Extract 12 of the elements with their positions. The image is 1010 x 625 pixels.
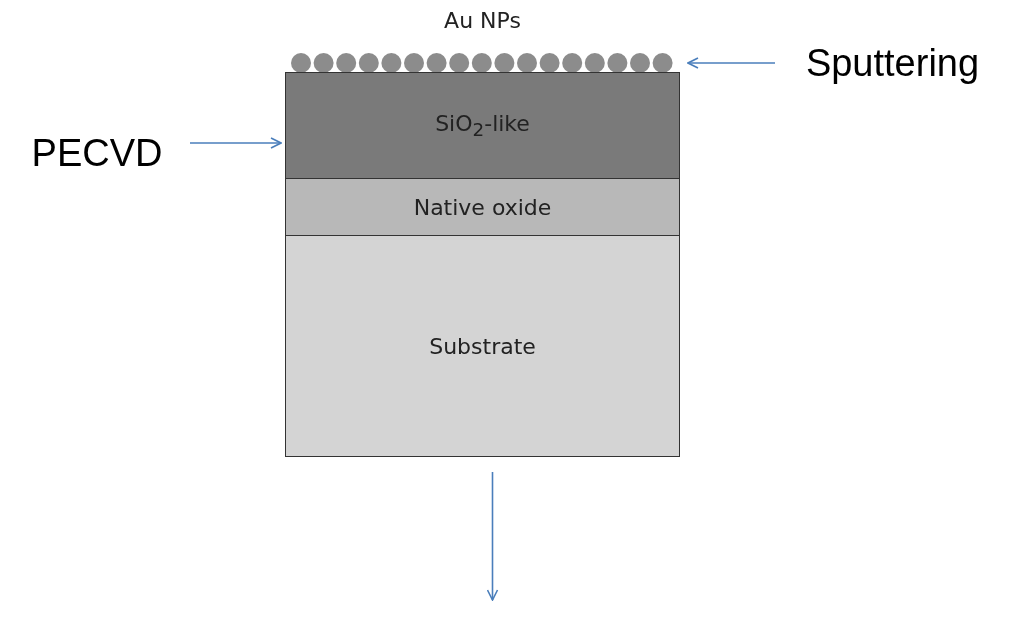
layer-band — [285, 178, 680, 236]
layer-label: Native oxide — [413, 194, 552, 220]
layer-band — [285, 235, 680, 457]
layer-label: Au NPs — [444, 8, 521, 33]
arrow — [687, 57, 776, 69]
arrow — [486, 471, 499, 601]
layer-label: SiO$_{2}$-like — [435, 110, 530, 141]
layer-band — [285, 72, 680, 179]
layer-label: Substrate — [429, 333, 536, 359]
process-label: Sputtering — [780, 35, 1005, 91]
process-label: PECVD — [12, 125, 182, 181]
arrow — [189, 137, 282, 149]
